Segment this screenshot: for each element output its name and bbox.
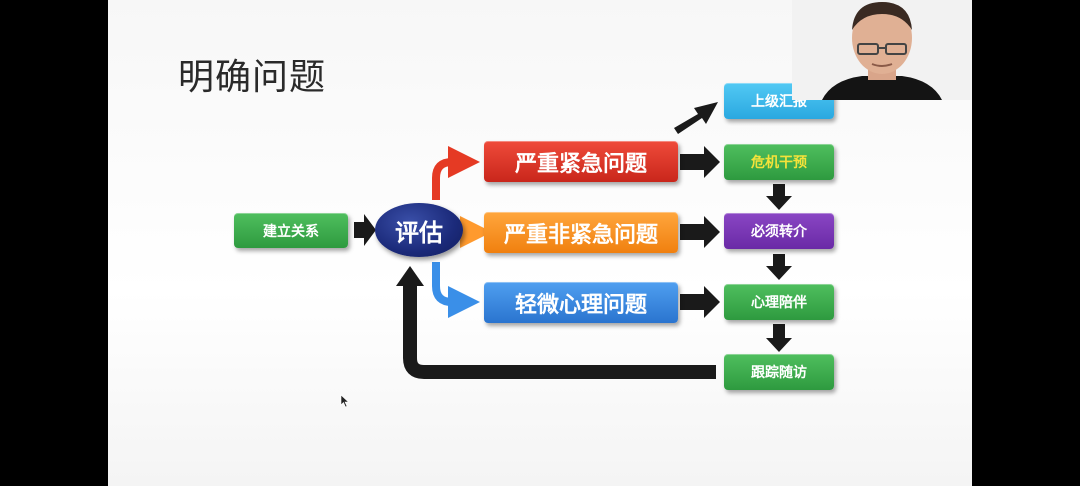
node-referral: 必须转介 [724,213,834,249]
arrow-crisis-to-referral [766,184,792,210]
node-build-relationship: 建立关系 [234,213,348,248]
node-crisis: 危机干预 [724,144,834,180]
arrow-severe-nonurgent-to-referral [680,216,720,248]
slide: 明确问题 [108,0,972,486]
arrow-referral-to-accompany [766,254,792,280]
arrow-evaluate-to-severe-urgent [432,146,480,200]
arrow-followup-to-evaluate-head [396,266,424,286]
arrow-accompany-to-followup [766,324,792,352]
arrow-mild-to-accompany [680,286,720,318]
slide-title: 明确问题 [178,57,327,98]
arrow-severe-urgent-to-report [674,102,718,134]
node-accompany: 心理陪伴 [724,284,834,320]
arrow-followup-to-evaluate [403,284,716,379]
arrow-start-to-evaluate [354,214,376,246]
node-followup: 跟踪随访 [724,354,834,390]
arrow-severe-urgent-to-crisis [680,146,720,178]
flow-arrows [354,102,792,379]
arrow-evaluate-to-mild [432,262,480,318]
node-mild: 轻微心理问题 [484,282,678,323]
mouse-cursor-icon [340,394,350,408]
node-severe-urgent: 严重紧急问题 [484,141,678,182]
node-severe-nonurgent: 严重非紧急问题 [484,212,678,253]
presenter-webcam [792,0,972,100]
node-evaluate: 评估 [375,203,463,257]
